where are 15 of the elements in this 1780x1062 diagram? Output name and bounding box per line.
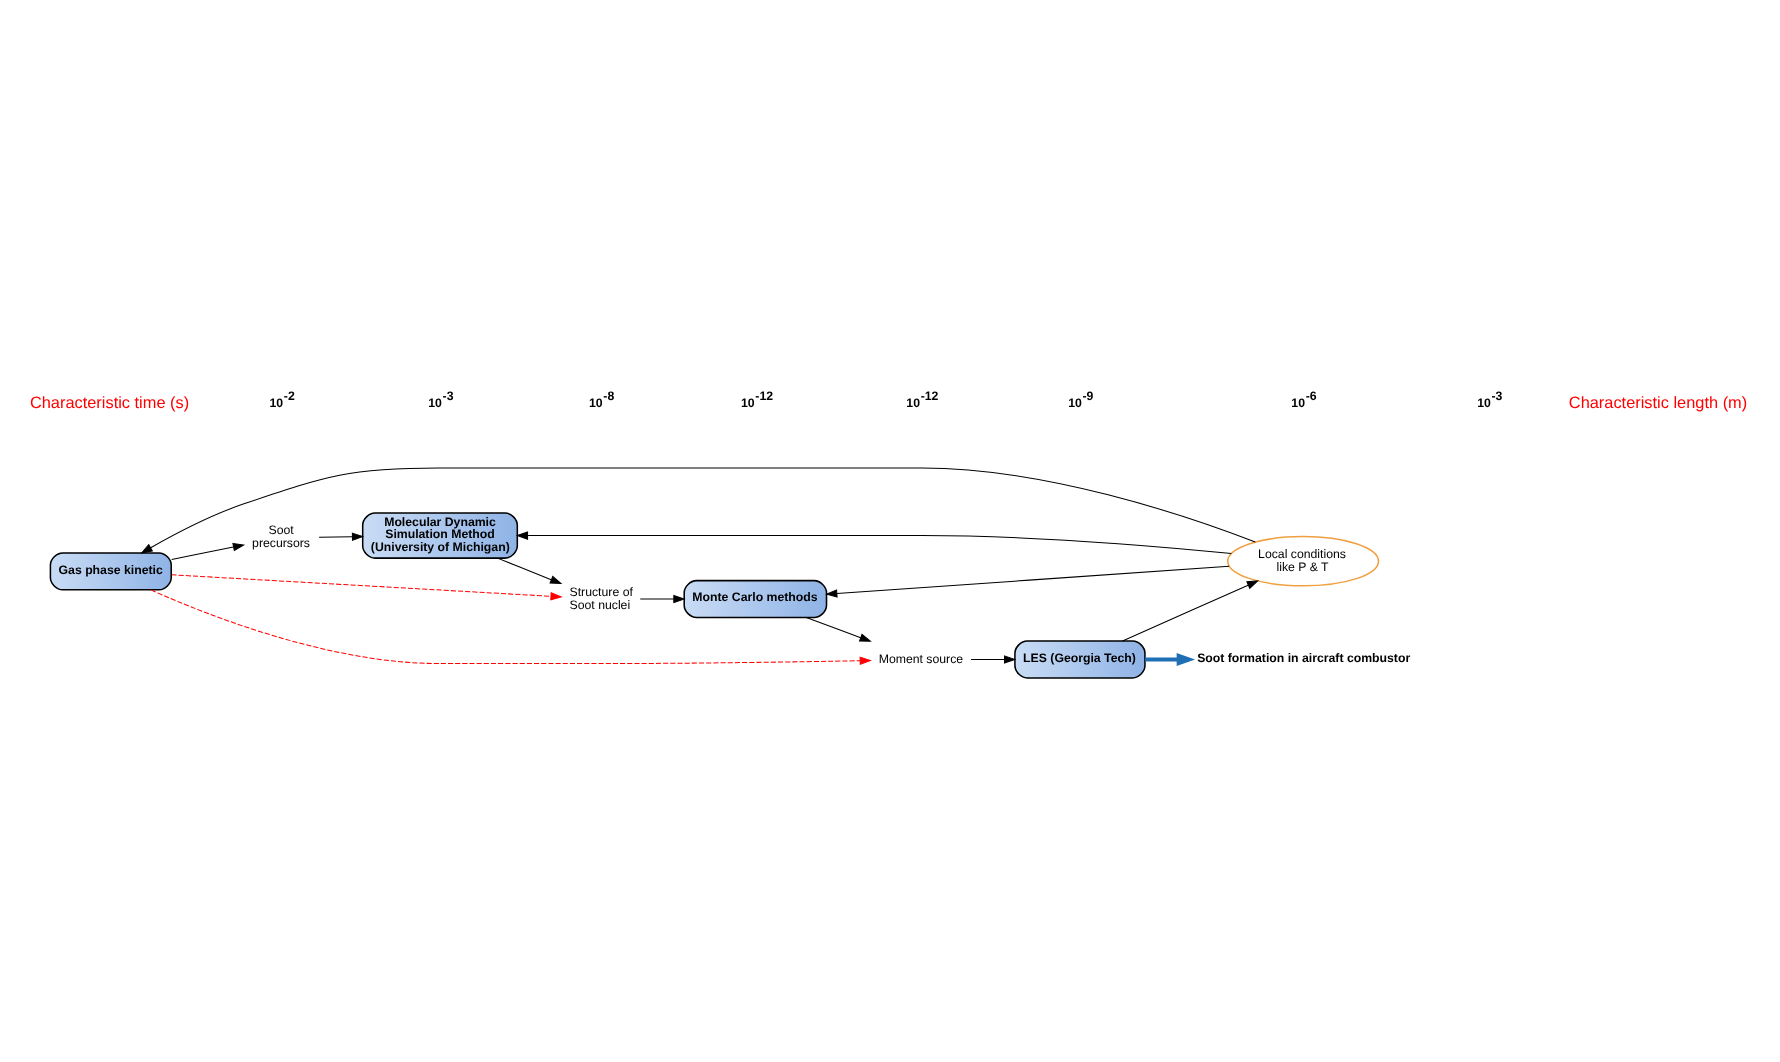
arrow <box>171 573 563 600</box>
arrow <box>515 530 1232 554</box>
arrow <box>318 531 365 540</box>
label: Characteristic length (m) <box>1568 393 1748 412</box>
arrow <box>150 588 872 664</box>
arrow <box>1122 579 1260 641</box>
arrow <box>825 564 1230 597</box>
arrow <box>639 593 686 603</box>
arrow <box>805 616 872 641</box>
arrow <box>1145 652 1196 665</box>
arrow <box>140 466 1256 553</box>
arrow <box>171 541 246 559</box>
label: Characteristic time (s) <box>29 393 190 412</box>
arrow <box>496 556 563 584</box>
arrow <box>970 654 1017 663</box>
